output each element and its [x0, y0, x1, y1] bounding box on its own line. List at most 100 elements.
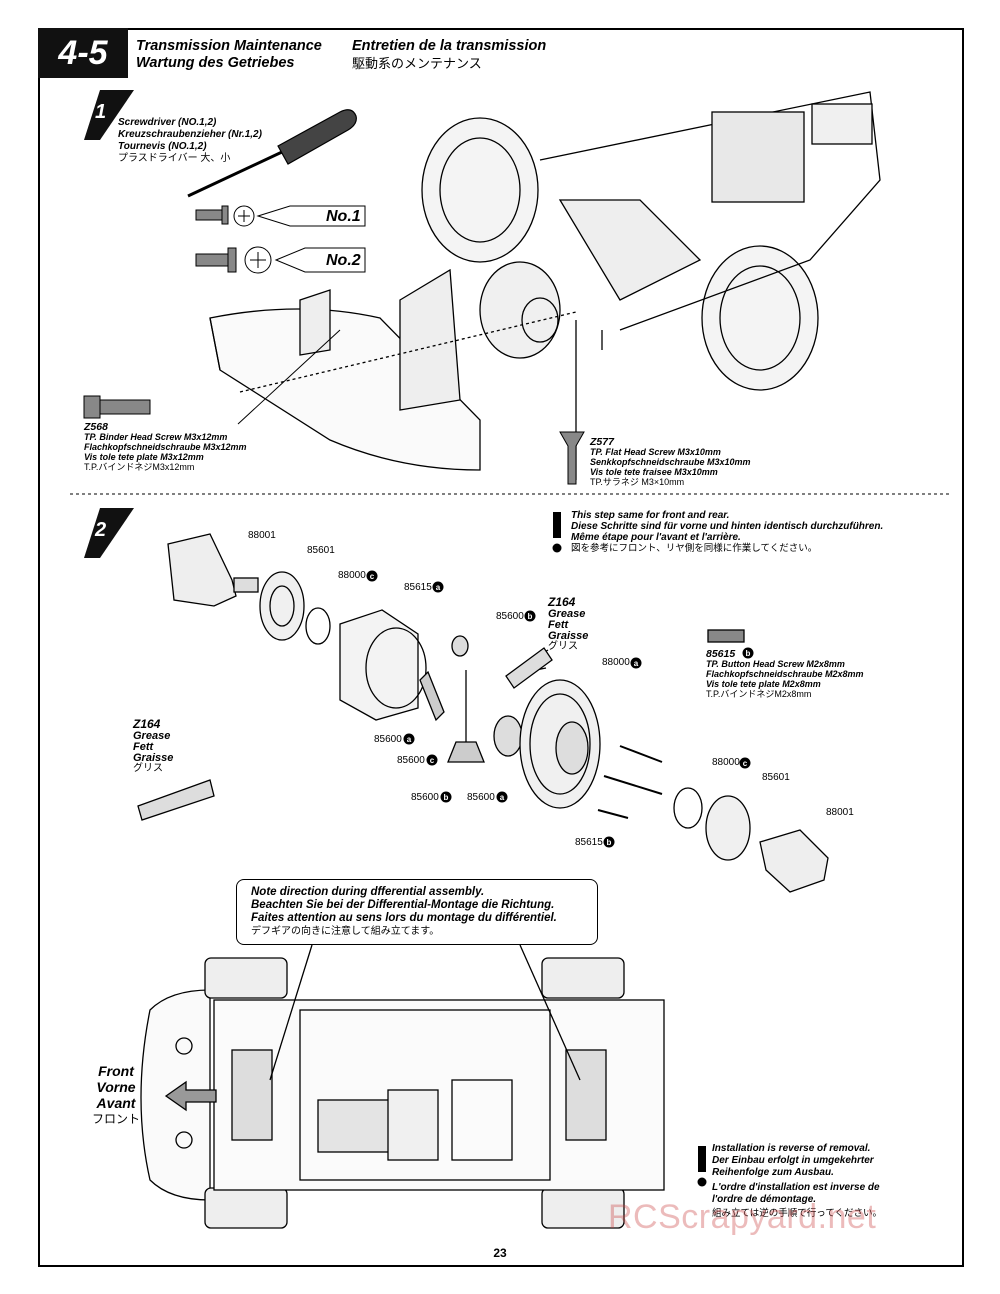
z577-line: TP.サラネジ M3×10mm — [590, 477, 685, 487]
grease-code: Z164 — [133, 717, 161, 731]
z577-line: Vis tole tete fraisee M3x10mm — [590, 467, 718, 477]
z568-line: TP. Binder Head Screw M3x12mm — [84, 432, 228, 442]
screw-85615-line: Flachkopfschneidschraube M2x8mm — [706, 669, 864, 679]
tool-line: Kreuzschraubenzieher (Nr.1,2) — [118, 129, 262, 140]
z568-line: Flachkopfschneidschraube M3x12mm — [84, 442, 247, 452]
grease-line: グリス — [133, 763, 163, 774]
grease-line: Grease — [133, 730, 171, 742]
part-number: 85600 — [496, 611, 524, 622]
letter-badge: a — [432, 581, 444, 593]
watermark: RCScrapyard.net — [608, 1198, 877, 1236]
step-note-line: Diese Schritte sind für vorne und hinten… — [571, 521, 884, 532]
grease-code: Z164 — [548, 595, 576, 609]
tool-line: プラスドライバー 大、小 — [118, 153, 231, 164]
part-number: 85615 — [575, 837, 603, 848]
section-badge: 4-5 — [38, 28, 128, 78]
screwdriver-icon — [187, 109, 357, 198]
z568-line: Vis tole tete plate M3x12mm — [84, 452, 204, 462]
page-number: 23 — [493, 1246, 507, 1260]
letter-badge: b — [742, 647, 754, 659]
title-japanese: 駆動系のメンテナンス — [352, 56, 482, 71]
svg-text:1: 1 — [95, 101, 106, 123]
screw-no2-icon — [195, 246, 366, 274]
letter-badge: b — [440, 791, 452, 803]
part-number: 85600 — [411, 792, 439, 803]
letter-badge: a — [496, 791, 508, 803]
tool-line: Tournevis (NO.1,2) — [118, 141, 207, 152]
letter-badge: b — [524, 610, 536, 622]
svg-text:a: a — [500, 793, 505, 802]
screw-85615-line: Vis tole tete plate M2x8mm — [706, 679, 821, 689]
svg-text:c: c — [370, 572, 375, 581]
screw-85615-code: 85615 — [706, 648, 736, 660]
install-note-line: Der Einbau erfolgt in umgekehrter — [712, 1155, 874, 1166]
part-number: 85600 — [374, 734, 402, 745]
svg-text:c: c — [743, 759, 748, 768]
part-number: 88000 — [338, 570, 366, 581]
svg-text:a: a — [634, 659, 639, 668]
part-number: 85600 — [397, 755, 425, 766]
letter-badge: c — [426, 754, 438, 766]
svg-text:b: b — [746, 649, 751, 658]
tool-line: Screwdriver (NO.1,2) — [118, 117, 217, 128]
screw-no1-icon — [195, 205, 366, 227]
part-number: 88000 — [712, 757, 740, 768]
letter-badge: c — [366, 570, 378, 582]
svg-text:c: c — [430, 756, 435, 765]
screw-85615-line: T.P.バインドネジM2x8mm — [706, 689, 812, 699]
page-frame — [38, 28, 964, 1267]
part-number: 85601 — [762, 772, 790, 783]
front-label-line: Avant — [96, 1095, 136, 1111]
svg-text:2: 2 — [94, 519, 106, 541]
grease-line: Fett — [133, 741, 154, 753]
assembly-note-box: Note direction during dfferential assemb… — [236, 879, 598, 945]
install-note-line: l'ordre de démontage. — [712, 1194, 817, 1205]
step-note-line: This step same for front and rear. — [571, 510, 730, 521]
letter-badge: c — [739, 757, 751, 769]
svg-text:b: b — [528, 612, 533, 621]
title-english: Transmission Maintenance — [136, 38, 322, 54]
leader-line — [237, 329, 341, 425]
grease-line: グリス — [548, 641, 578, 652]
screw-z568-icon — [83, 395, 151, 419]
part-number: 88001 — [248, 530, 276, 541]
svg-text:b: b — [444, 793, 449, 802]
install-note-line: 組み立ては逆の手順で行ってください。 — [712, 1208, 883, 1219]
no1-label: No.1 — [326, 208, 361, 225]
install-note-line: Installation is reverse of removal. — [712, 1143, 871, 1154]
letter-badge: b — [603, 836, 615, 848]
front-direction-label: Front Vorne Avant フロント — [80, 1063, 152, 1127]
svg-text:a: a — [436, 583, 441, 592]
part-number: 88000 — [602, 657, 630, 668]
z577-line: TP. Flat Head Screw M3x10mm — [590, 447, 721, 457]
assembly-note-line: Beachten Sie bei der Differential-Montag… — [251, 899, 555, 911]
assembly-note-line: Note direction during dfferential assemb… — [251, 886, 485, 898]
grease-line: Graisse — [548, 630, 589, 642]
part-number: 85600 — [467, 792, 495, 803]
part-number: 85601 — [307, 545, 335, 556]
screw-z577-icon — [559, 431, 585, 485]
assembly-note-line: デフギアの向きに注意して組み立てます。 — [251, 926, 440, 937]
differential-exploded-illustration — [137, 533, 829, 893]
step-note-line: 図を参考にフロント、リヤ側を同様に作業してください。 — [571, 543, 818, 554]
part-number: 88001 — [826, 807, 854, 818]
caution-icon-bottom — [697, 1146, 707, 1187]
grease-line: Grease — [548, 608, 586, 620]
step-1-marker — [84, 90, 134, 140]
no2-label: No.2 — [326, 252, 361, 269]
chassis-top-view-illustration — [140, 944, 665, 1229]
z568-code: Z568 — [84, 421, 108, 433]
part-number: 85615 — [404, 582, 432, 593]
title-french: Entretien de la transmission — [352, 38, 547, 54]
letter-badge: a — [403, 733, 415, 745]
z577-line: Senkkopfschneidschraube M3x10mm — [590, 457, 751, 467]
z577-code: Z577 — [590, 436, 614, 448]
grease-line: Graisse — [133, 752, 174, 764]
assembly-note-line: Faites attention au sens lors du montage… — [251, 912, 557, 924]
step-2-marker — [84, 508, 134, 558]
chassis-front-illustration — [209, 91, 881, 480]
svg-text:a: a — [407, 735, 412, 744]
title-german: Wartung des Getriebes — [136, 55, 295, 71]
install-note-line: Reihenfolge zum Ausbau. — [712, 1167, 834, 1178]
